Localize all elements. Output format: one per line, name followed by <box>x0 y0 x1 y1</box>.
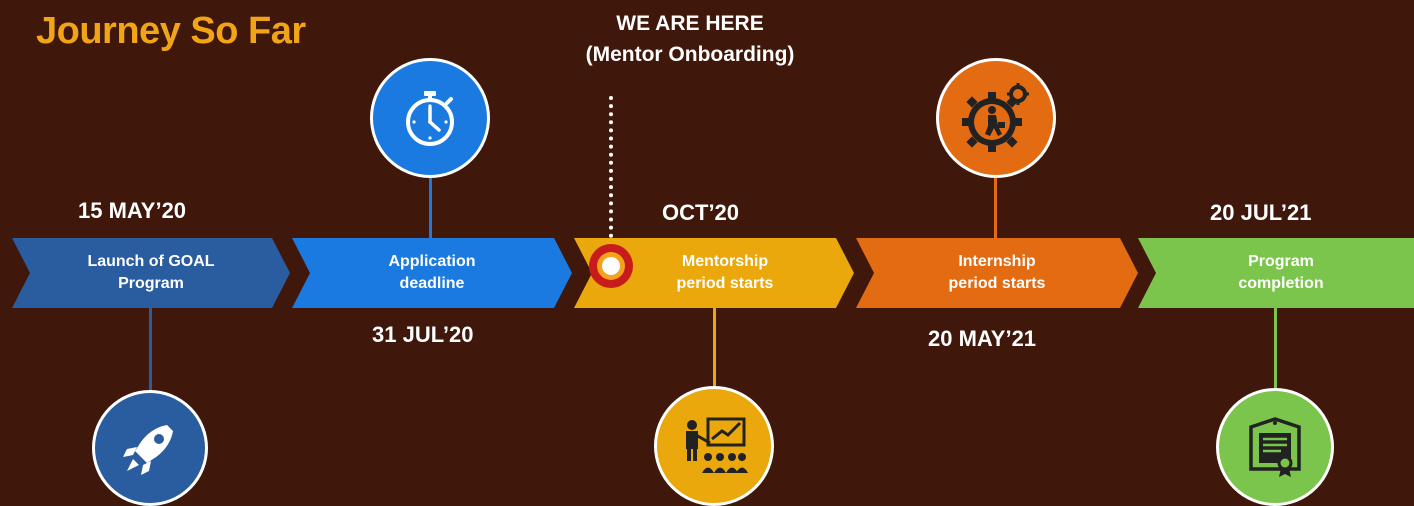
stage-4-label-line1: Internship <box>958 253 1036 270</box>
current-position-label: WE ARE HERE (Mentor Onboarding) <box>520 8 860 70</box>
presentation-icon <box>686 417 748 473</box>
stage-2-date: 31 JUL’20 <box>372 322 474 347</box>
stage-5-label-line1: Program <box>1248 253 1314 270</box>
stage-2-label-line2: deadline <box>399 275 465 292</box>
current-position-marker <box>589 244 633 288</box>
stage-2-chevron-shape <box>292 238 572 308</box>
current-position-line2: (Mentor Onboarding) <box>585 43 795 66</box>
stage-5-date: 20 JUL’21 <box>1210 200 1312 225</box>
stage-1-connector <box>149 306 152 392</box>
stage-3-connector <box>713 306 716 386</box>
stage-5-chevron-shape <box>1138 238 1414 308</box>
stage-2-label-line1: Application <box>388 253 476 270</box>
stage-3-icon-circle <box>654 386 774 506</box>
current-position-line1: WE ARE HERE <box>616 12 764 35</box>
page-title: Journey So Far <box>36 10 306 52</box>
stage-1-date: 15 MAY’20 <box>78 198 187 223</box>
stage-3-label-line2: period starts <box>676 275 774 292</box>
stage-5-label: Program completion <box>1156 238 1406 308</box>
stage-4-label-line2: period starts <box>948 275 1046 292</box>
stage-4-icon-circle <box>936 58 1056 178</box>
stage-1-label-line1: Launch of GOAL <box>87 253 215 270</box>
stage-1-chevron-shape <box>12 238 290 308</box>
stage-2-label: Application deadline <box>310 238 554 308</box>
stage-1-chevron: Launch of GOAL Program <box>12 238 290 308</box>
certificate-icon <box>1249 417 1301 477</box>
stage-5-icon-circle <box>1216 388 1334 506</box>
stage-5-connector <box>1274 306 1277 392</box>
stage-3-label-line1: Mentorship <box>681 253 769 270</box>
stage-2-chevron: Application deadline <box>292 238 572 308</box>
stopwatch-icon <box>406 91 454 146</box>
current-position-dotted-line <box>609 96 613 246</box>
stage-3-chevron-shape <box>574 238 854 308</box>
stage-4-date: 20 MAY’21 <box>928 326 1037 351</box>
stage-1-label-line2: Program <box>118 275 184 292</box>
stage-5-chevron: Program completion <box>1138 238 1414 308</box>
stage-3-label: Mentorship period starts <box>614 238 836 308</box>
stage-5-label-line2: completion <box>1238 275 1324 292</box>
stage-1-label: Launch of GOAL Program <box>30 238 272 308</box>
marker-core <box>602 257 620 275</box>
marker-inner-ring <box>597 252 625 280</box>
business-gear-icon <box>962 83 1029 152</box>
rocket-icon <box>123 425 173 475</box>
stage-1-icon-circle <box>92 390 208 506</box>
stage-2-icon-circle <box>370 58 490 178</box>
stage-2-connector <box>429 170 432 240</box>
stage-4-chevron-shape <box>856 238 1138 308</box>
stage-3-date: OCT’20 <box>662 200 740 225</box>
stage-4-chevron: Internship period starts <box>856 238 1138 308</box>
stage-4-label: Internship period starts <box>874 238 1120 308</box>
stage-3-chevron: Mentorship period starts <box>574 238 854 308</box>
stage-4-connector <box>994 170 997 240</box>
